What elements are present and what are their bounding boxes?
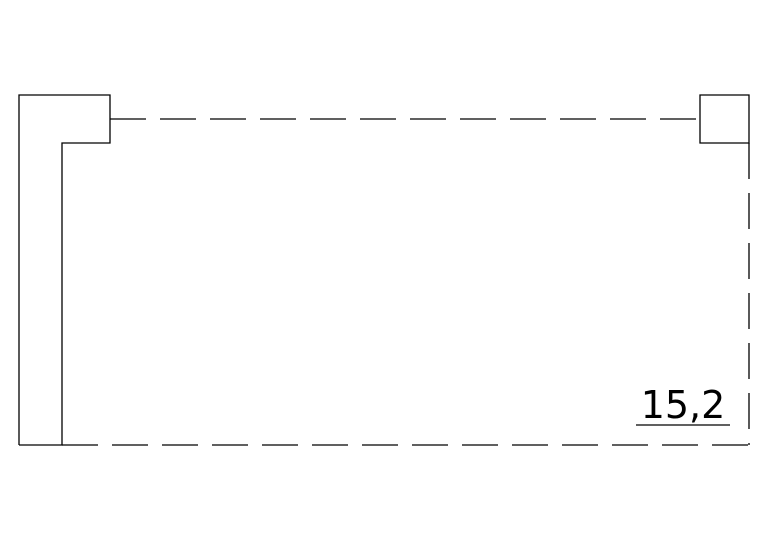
area-label: 15,2 <box>641 383 726 427</box>
left-wall <box>18 94 111 446</box>
right-column <box>699 94 750 144</box>
